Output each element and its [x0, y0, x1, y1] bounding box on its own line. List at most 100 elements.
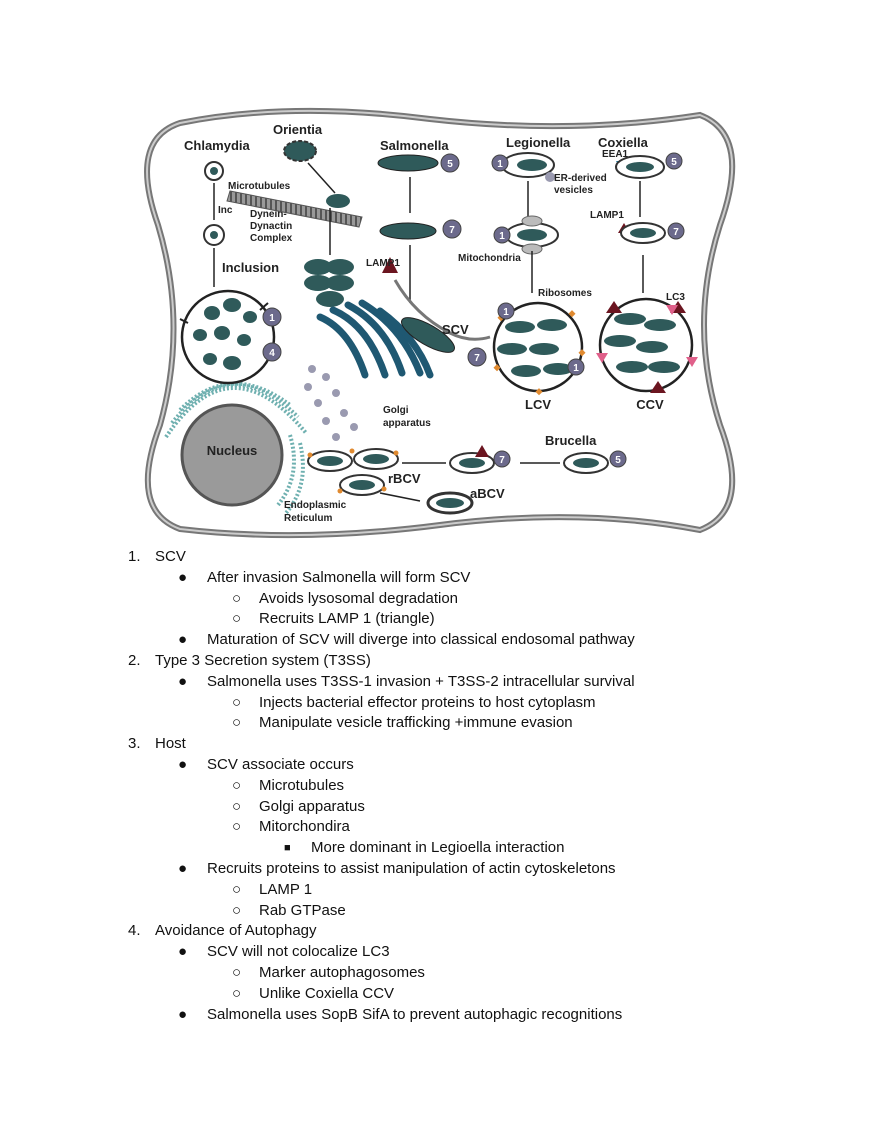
outline-text: Golgi apparatus: [259, 797, 365, 815]
er-vesicles-label-1: ER-derived: [554, 173, 607, 184]
outline-text: Avoidance of Autophagy: [155, 922, 317, 940]
outline-item: 2. Type 3 Secretion system (T3SS): [0, 651, 880, 672]
outline-text: SCV will not colocalize LC3: [207, 943, 390, 961]
outline-item: 4. Avoidance of Autophagy: [0, 921, 880, 942]
outline-item: ○ Injects bacterial effector proteins to …: [0, 693, 880, 714]
microtubule-filament: [226, 190, 363, 228]
lcv-label: LCV: [525, 397, 551, 412]
dynein-label-2: Dynactin: [250, 221, 292, 232]
outline-marker: ●: [178, 672, 188, 690]
outline-marker: ■: [284, 842, 291, 855]
outline-item: 3. Host: [0, 734, 880, 755]
outline-item: ○ Unlike Coxiella CCV: [0, 984, 880, 1005]
outline-text: Host: [155, 735, 186, 753]
outline-text: LAMP 1: [259, 880, 313, 898]
badge-lcv-1b: 1: [573, 363, 579, 374]
orientia-label: Orientia: [273, 122, 323, 137]
lcv-vacuole: [492, 301, 586, 396]
outline-item: ○ Golgi apparatus: [0, 797, 880, 818]
microtubules-label: Microtubules: [228, 181, 291, 192]
salmonella-label: Salmonella: [380, 138, 449, 153]
badge-leg-1b: 1: [499, 231, 505, 242]
outline-item: ○Recruits LAMP 1 (triangle): [0, 609, 880, 630]
outline-text: Rab GTPase: [259, 901, 346, 919]
badge-scv-7: 7: [474, 353, 480, 364]
outline-marker: ○: [232, 963, 242, 981]
outline-marker: ○: [232, 797, 242, 815]
ccv-vacuole: [596, 297, 698, 393]
outline-text: Microtubules: [259, 776, 345, 794]
chlamydia-inclusion: [179, 289, 276, 385]
outline-item: ●Salmonella uses T3SS-1 invasion + T3SS-…: [0, 672, 880, 693]
inc-label: Inc: [218, 205, 233, 216]
nucleus-shape: [180, 403, 284, 507]
golgi-apparatus: [316, 299, 434, 379]
outline-text: Type 3 Secretion system (T3SS): [155, 651, 371, 669]
salmonella-body: [377, 154, 439, 172]
outline-item: ● Recruits proteins to assist manipulatio…: [0, 859, 880, 880]
outline-marker: ○: [232, 714, 242, 732]
outline-item: ○ Microtubules: [0, 776, 880, 797]
outline-text: Marker autophagosomes: [259, 963, 425, 981]
outline-item: ● Salmonella uses SopB SifA to prevent au…: [0, 1005, 880, 1026]
orientia-body: [283, 140, 317, 162]
golgi-label-2: apparatus: [383, 418, 431, 429]
outline-marker: 4.: [128, 922, 141, 940]
badge-chl-1: 1: [269, 313, 275, 324]
er-vesicles-label-2: vesicles: [554, 185, 593, 196]
outline-item: ○Avoids lysosomal degradation: [0, 589, 880, 610]
outline-text: SCV associate occurs: [207, 755, 354, 773]
outline-text: Recruits proteins to assist manipulation…: [207, 859, 616, 877]
outline-item: ○ LAMP 1: [0, 880, 880, 901]
badge-sal-7: 7: [449, 225, 455, 236]
badge-leg-1a: 1: [497, 159, 503, 170]
outline-text: SCV: [155, 548, 186, 565]
outline-item: ■ More dominant in Legioella interaction: [0, 838, 880, 859]
rbcv-cluster: [307, 448, 399, 496]
orientia-cluster: [304, 259, 354, 307]
nucleus-label: Nucleus: [207, 443, 258, 458]
outline-marker: ●: [178, 568, 188, 586]
outline-text: Injects bacterial effector proteins to h…: [259, 693, 596, 711]
outline-marker: ○: [232, 610, 242, 628]
outline-marker: 3.: [128, 735, 141, 753]
outline-item: ● SCV associate occurs: [0, 755, 880, 776]
outline-text: Mitorchondira: [259, 818, 350, 836]
outline-marker: ●: [178, 755, 188, 773]
outline-text: Unlike Coxiella CCV: [259, 984, 395, 1002]
badge-lcv-1a: 1: [503, 307, 509, 318]
er-label-2: Reticulum: [284, 513, 332, 524]
outline-marker: ●: [178, 859, 188, 877]
outline-item: ●Maturation of SCV will diverge into cla…: [0, 630, 880, 651]
golgi-vesicles: [304, 365, 358, 441]
outline-marker: ○: [232, 880, 242, 898]
outline-item: ○ Marker autophagosomes: [0, 963, 880, 984]
outline-marker: ●: [178, 1005, 188, 1023]
outline-item: ○Mitorchondira: [0, 817, 880, 838]
outline-item: ○ Rab GTPase: [0, 901, 880, 922]
outline-marker: 2.: [128, 651, 141, 669]
outline-marker: ○: [232, 776, 242, 794]
outline-text: Maturation of SCV will diverge into clas…: [207, 631, 635, 649]
lamp1-left-label: LAMP1: [366, 258, 400, 269]
golgi-label-1: Golgi: [383, 405, 409, 416]
badge-cox-5: 5: [671, 157, 677, 168]
eea1-label: EEA1: [602, 149, 629, 160]
outline-marker: ●: [178, 943, 188, 961]
ribosomes-label: Ribosomes: [538, 288, 592, 299]
outline-marker: ○: [232, 693, 242, 711]
notes-outline: 1.SCV●After invasion Salmonella will for…: [0, 547, 880, 1025]
outline-text: Manipulate vesicle trafficking +immune e…: [259, 714, 573, 732]
er-label-1: Endoplasmic: [284, 500, 347, 511]
outline-text: More dominant in Legioella interaction: [311, 839, 565, 857]
outline-item: ○ Manipulate vesicle trafficking +immune …: [0, 713, 880, 734]
inclusion-label: Inclusion: [222, 260, 279, 275]
lc3-label: LC3: [666, 292, 685, 303]
outline-text: Salmonella uses SopB SifA to prevent aut…: [207, 1005, 623, 1023]
dynein-label-3: Complex: [250, 233, 293, 244]
badge-bru-7: 7: [499, 455, 505, 466]
outline-item: 1.SCV: [0, 547, 880, 568]
outline-marker: ○: [232, 984, 242, 1002]
outline-marker: ○: [232, 901, 242, 919]
badge-sal-5: 5: [447, 159, 453, 170]
